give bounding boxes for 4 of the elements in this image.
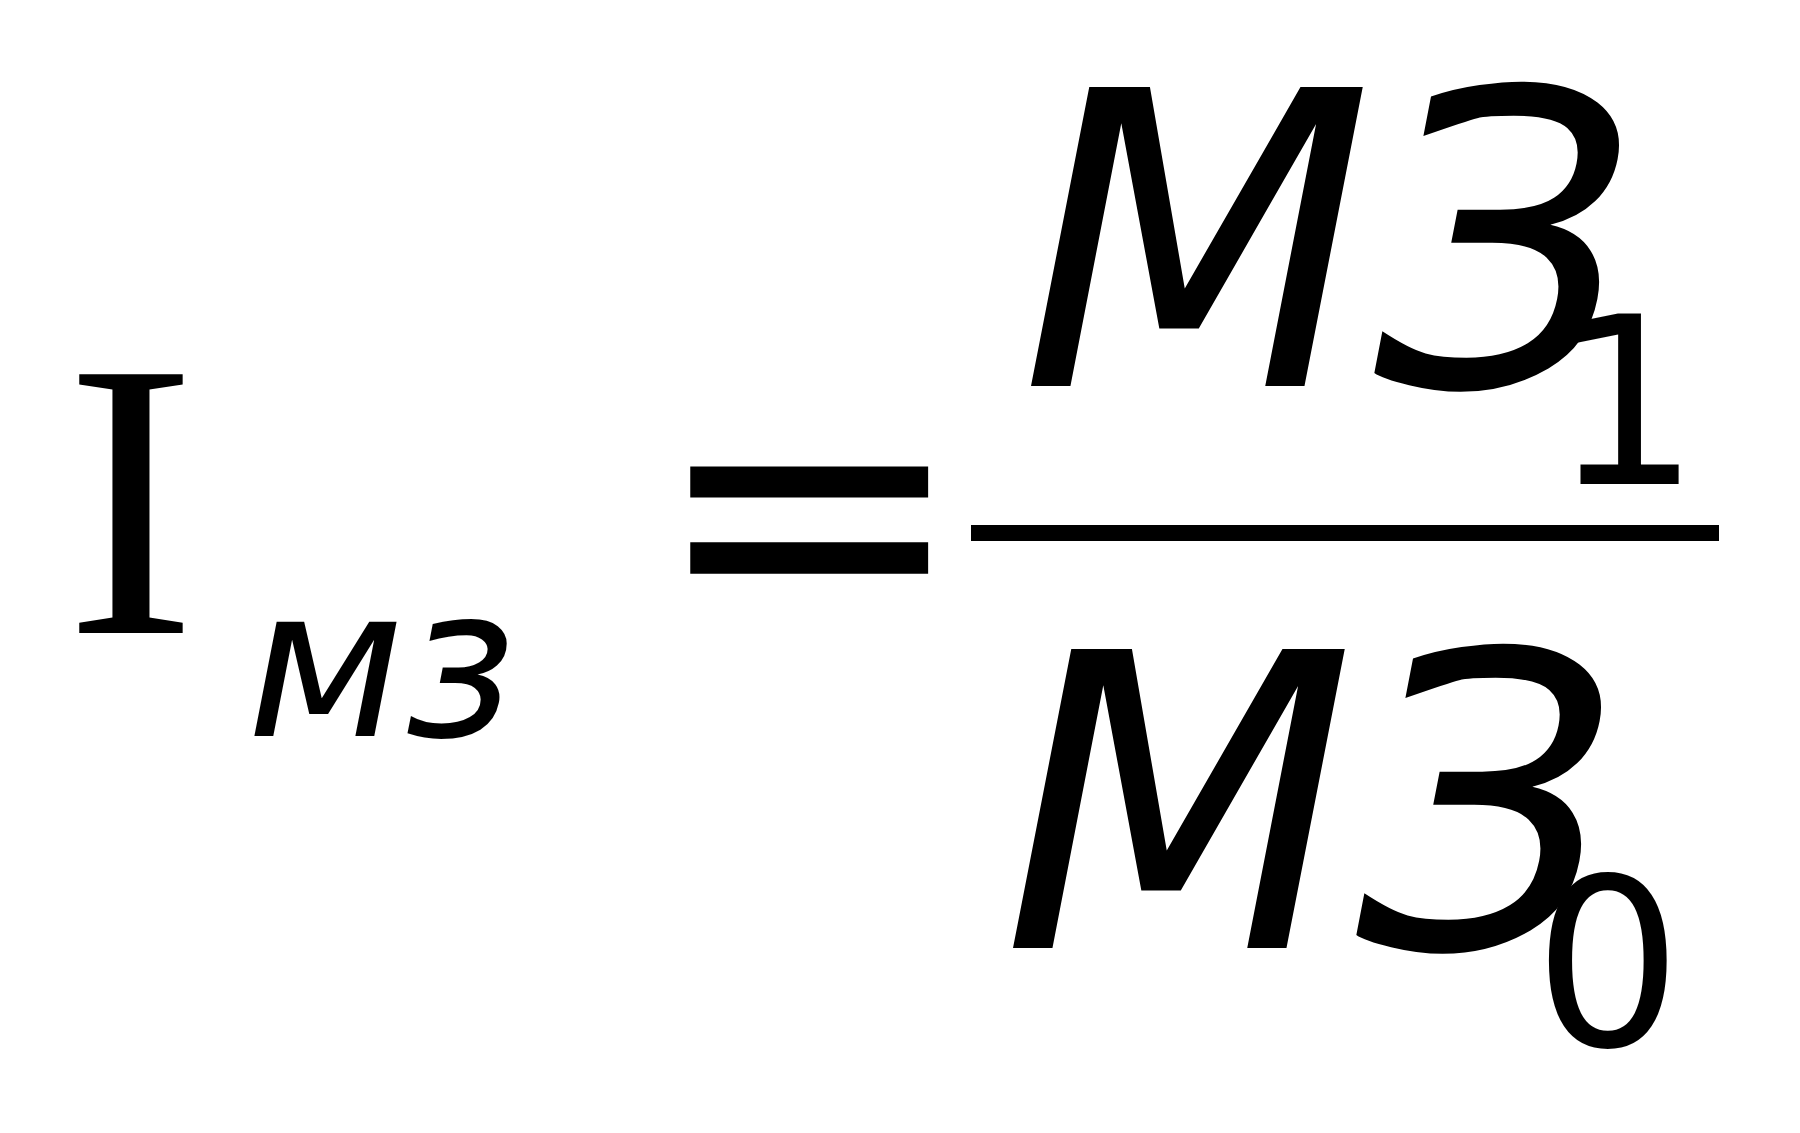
index-symbol: I$_{мз}$ xyxy=(65,302,516,769)
equals-sign: = xyxy=(650,318,969,698)
denominator-term: МЗ$_{0}$ xyxy=(1002,601,1683,1083)
numerator-term: МЗ$_{1}$ xyxy=(1020,39,1701,521)
